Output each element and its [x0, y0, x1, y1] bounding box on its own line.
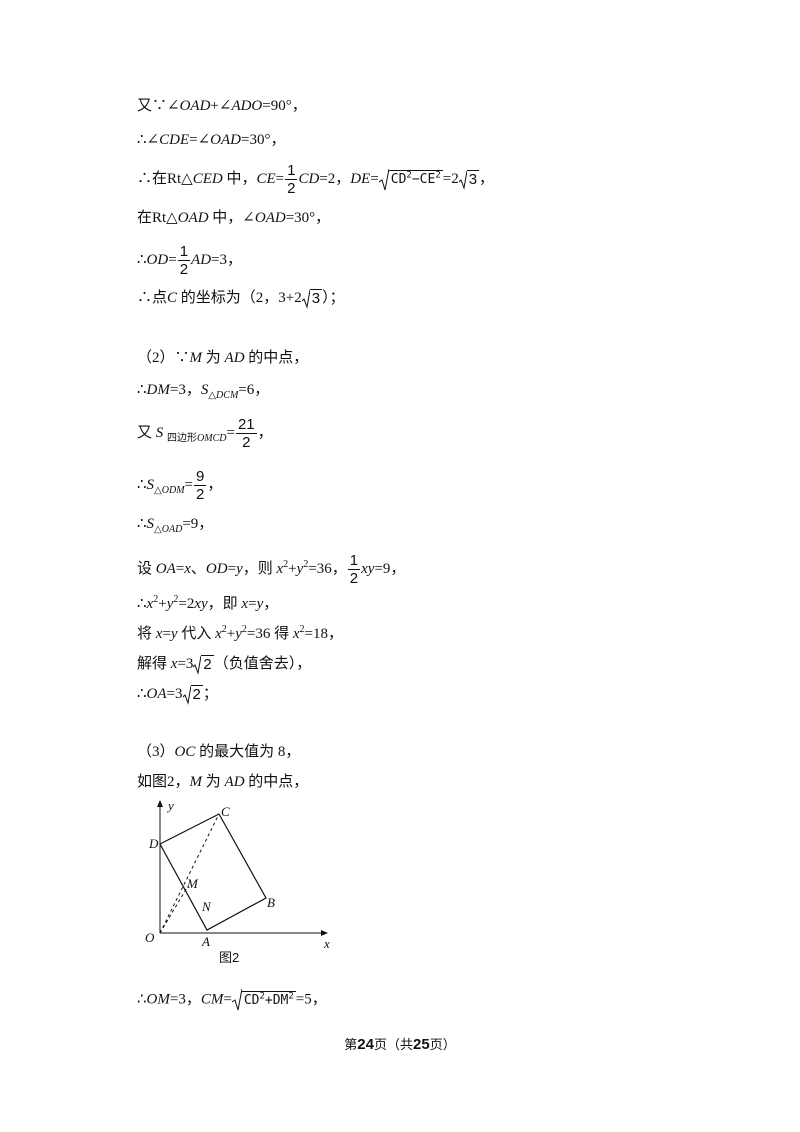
- radical-3: 3: [458, 169, 480, 190]
- solution-line-4: 在Rt△OAD 中，∠OAD=30°，: [137, 210, 331, 226]
- radical-cd-ce: CD2−CE2: [378, 168, 443, 192]
- solution-line-7: （2）∵M 为 AD 的中点，: [137, 350, 309, 366]
- solution-line-19: ∴OM=3，CM=CD2+DM2=5，: [137, 988, 327, 1012]
- label-a: A: [201, 934, 210, 949]
- label-m: M: [186, 876, 199, 891]
- label-b: B: [267, 895, 275, 910]
- label-x: x: [323, 936, 330, 951]
- solution-line-18: 如图2，M 为 AD 的中点，: [137, 774, 309, 790]
- label-y: y: [166, 798, 174, 813]
- solution-line-8: ∴DM=3，S△DCM=6，: [137, 382, 270, 401]
- figure-2-diagram: y x O A B C D M N 图2: [145, 798, 330, 965]
- radical-2: 2: [182, 684, 203, 705]
- dashed-oc: [159, 813, 220, 934]
- label-c: C: [221, 804, 230, 819]
- solution-line-11: ∴S△OAD=9，: [137, 516, 214, 535]
- radical-2: 2: [193, 654, 214, 675]
- label-o: O: [145, 930, 155, 945]
- footer-suffix: 页）: [429, 1037, 456, 1052]
- footer-prefix: 第: [344, 1037, 358, 1052]
- y-axis-arrow: [157, 800, 163, 807]
- footer-mid: 页（共: [373, 1037, 413, 1052]
- solution-line-1: 又∵∠OAD+∠ADO=90°，: [137, 98, 307, 114]
- page-footer: 第24页（共25页）: [0, 1034, 800, 1053]
- footer-page-number: 24: [357, 1036, 374, 1053]
- solution-line-13: ∴x2+y2=2xy，即 x=y，: [137, 594, 279, 613]
- x-axis-arrow: [321, 930, 328, 936]
- radical-cd-dm: CD2+DM2: [231, 988, 296, 1012]
- footer-total-pages: 25: [413, 1036, 430, 1053]
- radical-3: 3: [301, 288, 323, 309]
- label-d: D: [148, 836, 159, 851]
- label-n: N: [201, 899, 212, 914]
- solution-line-14: 将 x=y 代入 x2+y2=36 得 x2=18，: [137, 624, 344, 643]
- solution-line-17: （3）OC 的最大值为 8，: [137, 744, 301, 760]
- figure-caption: 图2: [219, 950, 239, 965]
- dashed-om: [159, 885, 189, 934]
- solution-line-2: ∴∠CDE=∠OAD=30°，: [137, 132, 286, 148]
- rectangle-abcd: [159, 813, 267, 931]
